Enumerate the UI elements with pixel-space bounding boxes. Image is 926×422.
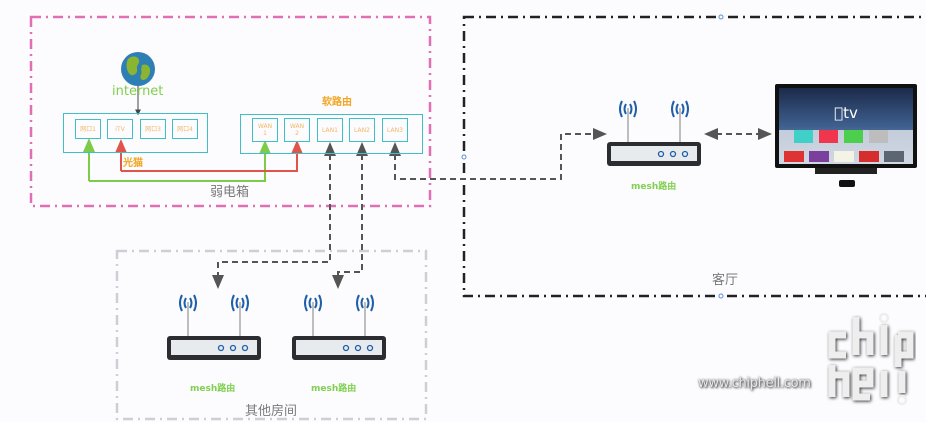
- zone-other-rooms-label: 其他房间: [245, 404, 298, 419]
- modem-port-3: 网口3: [140, 119, 166, 139]
- zone-living-room-label: 客厅: [712, 273, 739, 288]
- globe-icon: [120, 51, 156, 87]
- router-port-wan2: WAN 2: [284, 118, 310, 142]
- router-port-lan2: LAN2: [349, 118, 375, 142]
- connector-dot: [461, 154, 467, 160]
- connector-dot: [718, 14, 724, 20]
- connector-dot: [718, 293, 724, 299]
- zone-weak-box-border: [29, 15, 432, 208]
- router-icon: [607, 100, 701, 166]
- link-lan2-mesh-room2: [332, 144, 363, 289]
- modem-port-4: 网口4: [172, 119, 198, 139]
- tv-brand-text: tv: [834, 104, 858, 122]
- router-port-lan3: LAN3: [382, 118, 408, 142]
- mesh-router-room-2: [291, 290, 387, 370]
- optical-modem: [63, 113, 208, 153]
- apple-tv-icon: tv: [775, 84, 919, 194]
- optical-modem-label: 光猫: [123, 158, 143, 169]
- zone-weak-box-label: 弱电箱: [210, 185, 250, 200]
- link-port1-wan1-body: [89, 140, 271, 182]
- link-itv-wan2-body: [121, 140, 303, 172]
- port-label: 2: [295, 130, 299, 137]
- link-lan1-mesh-room1: [212, 144, 331, 289]
- port-label: WAN: [257, 123, 273, 130]
- router-icon: [167, 294, 261, 360]
- router-port-lan1: LAN1: [317, 118, 343, 142]
- watermark-url: www.chiphell.com: [698, 376, 811, 391]
- port-label: WAN: [289, 123, 305, 130]
- soft-router: [240, 114, 423, 154]
- router-icon: [292, 294, 386, 360]
- mesh-router-room-1: [166, 290, 262, 370]
- soft-router-label: 软路由: [322, 97, 352, 108]
- link-lan3-mesh-living: [394, 128, 607, 180]
- chiphell-logo-icon: [826, 305, 916, 410]
- mesh-router-living-label: mesh路由: [631, 182, 677, 192]
- modem-port-1: 网口1: [75, 119, 101, 139]
- port-label: 1: [263, 130, 267, 137]
- mesh-router-room-2-label: mesh路由: [311, 384, 357, 394]
- router-port-wan1: WAN 1: [252, 118, 278, 142]
- modem-port-itv: iTV: [107, 119, 133, 139]
- mesh-router-living: [606, 96, 702, 176]
- mesh-router-room-1-label: mesh路由: [190, 384, 236, 394]
- zone-other-rooms-border: [115, 249, 428, 421]
- internet-label: internet: [112, 84, 164, 99]
